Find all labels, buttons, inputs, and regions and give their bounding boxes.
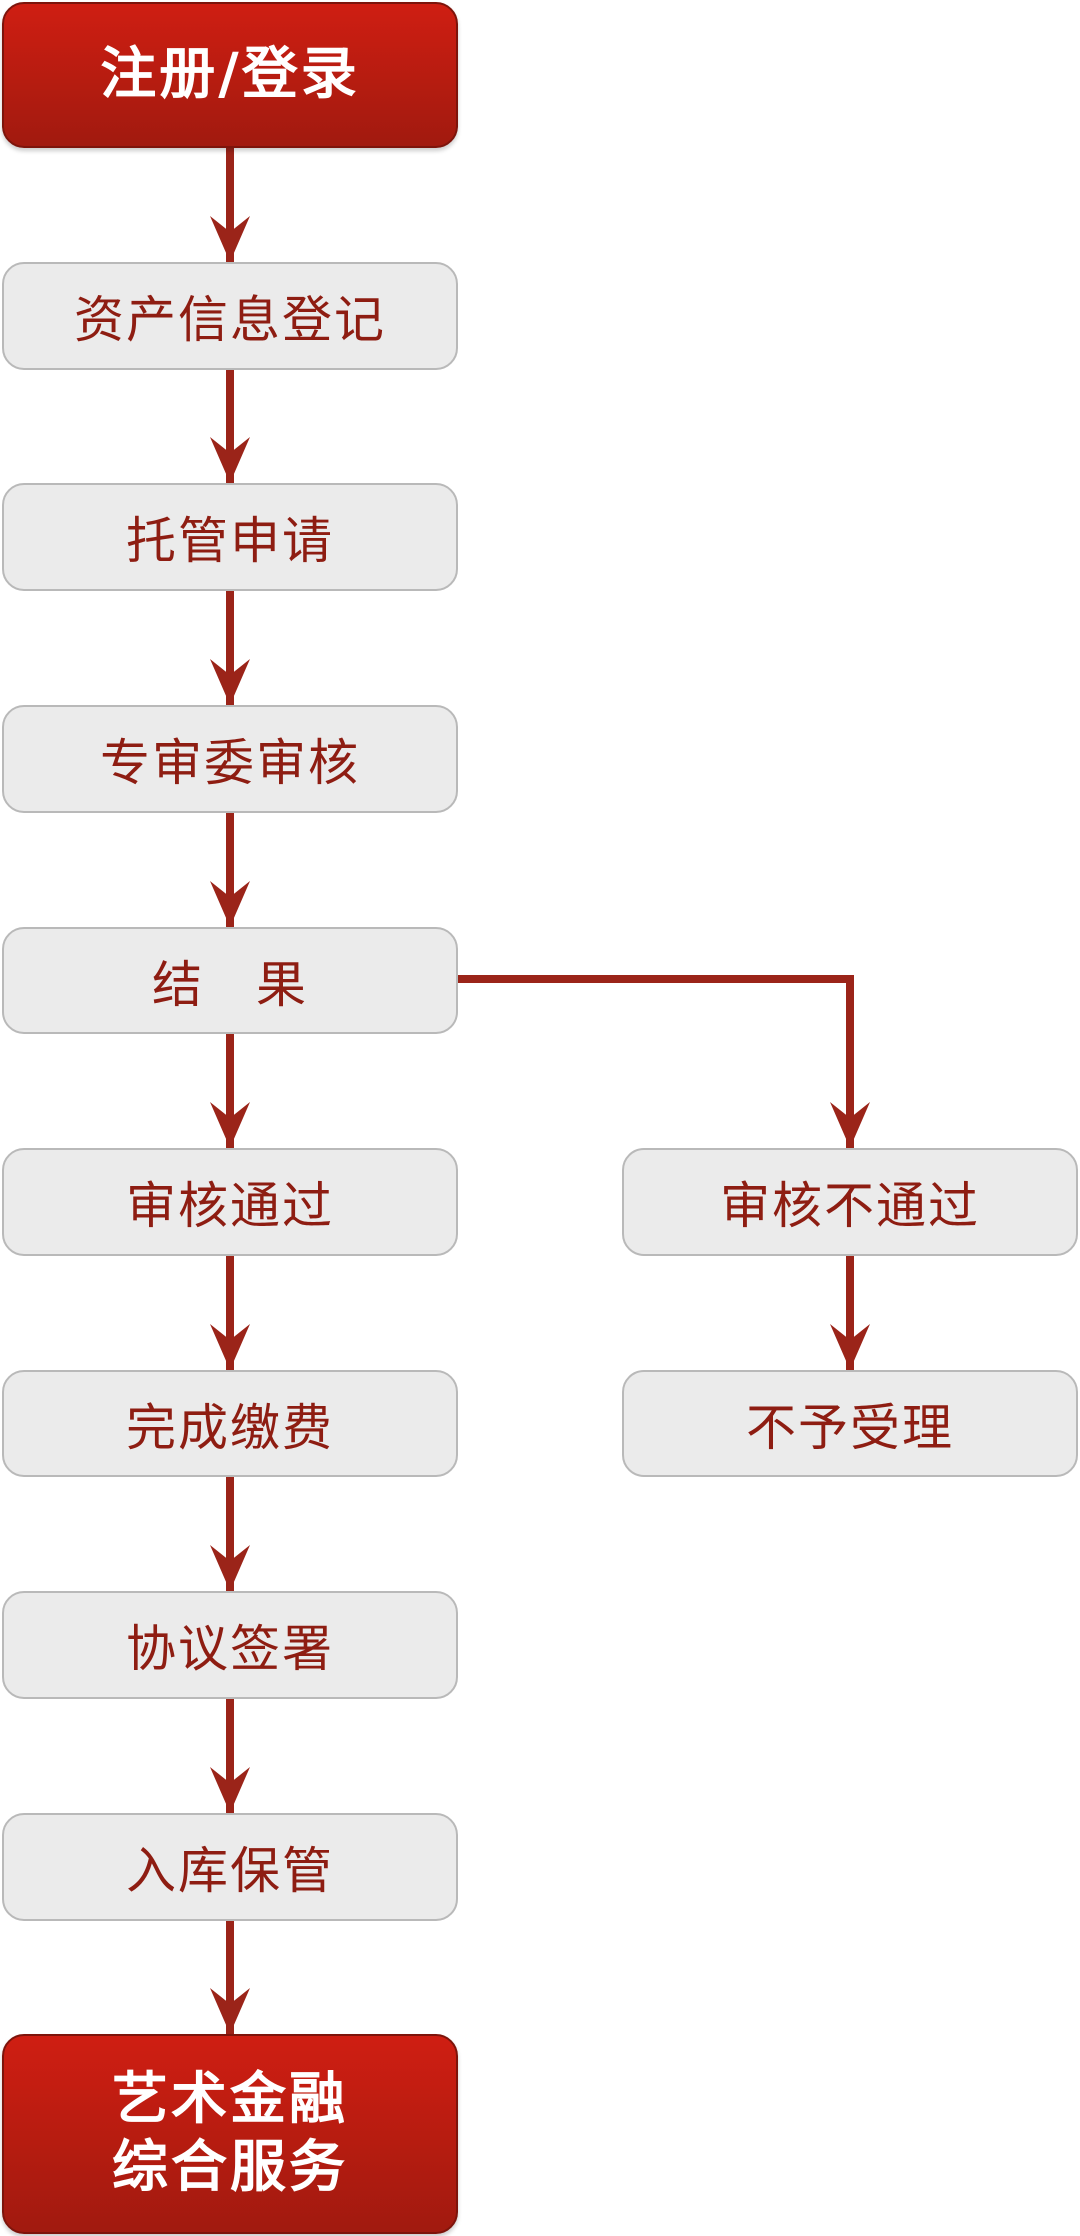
step-agreement-signing: 协议签署 — [2, 1591, 458, 1699]
step-custody-application: 托管申请 — [2, 483, 458, 591]
step-not-accepted: 不予受理 — [622, 1370, 1078, 1477]
step-result: 结 果 — [2, 927, 458, 1034]
arrow-result-to-review-failed — [458, 975, 870, 1148]
step-review-passed: 审核通过 — [2, 1148, 458, 1256]
step-committee-review: 专审委审核 — [2, 705, 458, 813]
start-node: 注册/登录 — [2, 2, 458, 148]
step-review-failed: 审核不通过 — [622, 1148, 1078, 1256]
end-node: 艺术金融 综合服务 — [2, 2034, 458, 2234]
step-warehouse-storage: 入库保管 — [2, 1813, 458, 1921]
step-asset-registration: 资产信息登记 — [2, 262, 458, 370]
step-payment-completed: 完成缴费 — [2, 1370, 458, 1477]
